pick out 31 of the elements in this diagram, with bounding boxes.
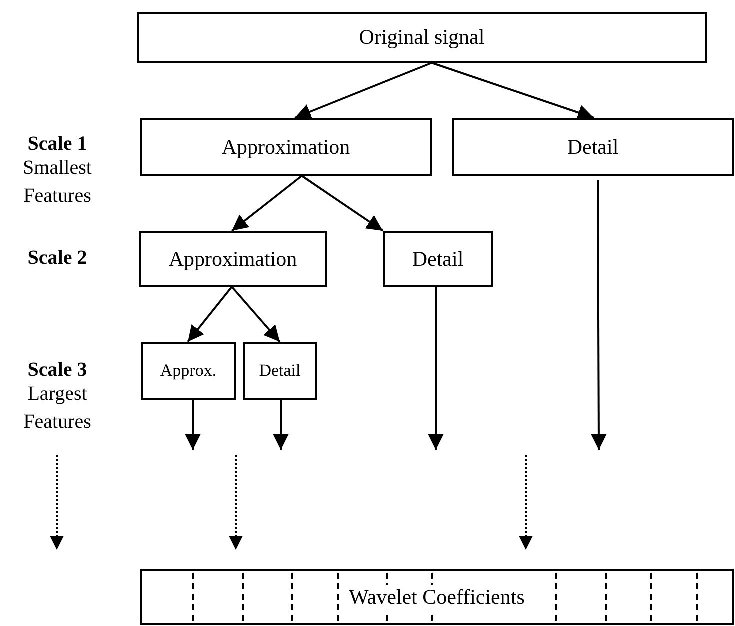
- process-box: [139, 231, 327, 287]
- arrow: [432, 62, 594, 120]
- process-box: [137, 12, 707, 63]
- arrow: [187, 286, 233, 343]
- scale-label: Scale 3: [26, 358, 88, 383]
- coefficient-bar: [140, 569, 734, 625]
- arrow: [590, 180, 607, 450]
- box-label: Approximation: [222, 134, 350, 160]
- scale-label: Scale 2: [26, 246, 88, 271]
- process-box: [141, 342, 236, 400]
- arrow: [428, 287, 444, 450]
- arrow: [185, 400, 201, 450]
- box-label: Wavelet Coefficients: [347, 584, 527, 610]
- box-label: Detail: [259, 361, 301, 381]
- box-label: Approx.: [160, 361, 217, 381]
- arrow: [301, 175, 384, 232]
- arrow: [273, 400, 289, 450]
- arrow: [231, 175, 303, 232]
- box-label: Original signal: [359, 25, 485, 50]
- arrow: [294, 62, 432, 120]
- process-box: [243, 342, 317, 400]
- box-label: Approximation: [168, 246, 298, 272]
- scale-note: Smallest Features: [22, 156, 93, 209]
- scale-label: Scale 1: [26, 132, 88, 157]
- process-box: [452, 118, 734, 176]
- box-label: Detail: [567, 134, 619, 160]
- box-label: Detail: [412, 246, 464, 272]
- arrow: [231, 286, 281, 343]
- process-box: [140, 118, 432, 176]
- scale-note: Largest Features: [22, 382, 92, 435]
- process-box: [383, 231, 493, 287]
